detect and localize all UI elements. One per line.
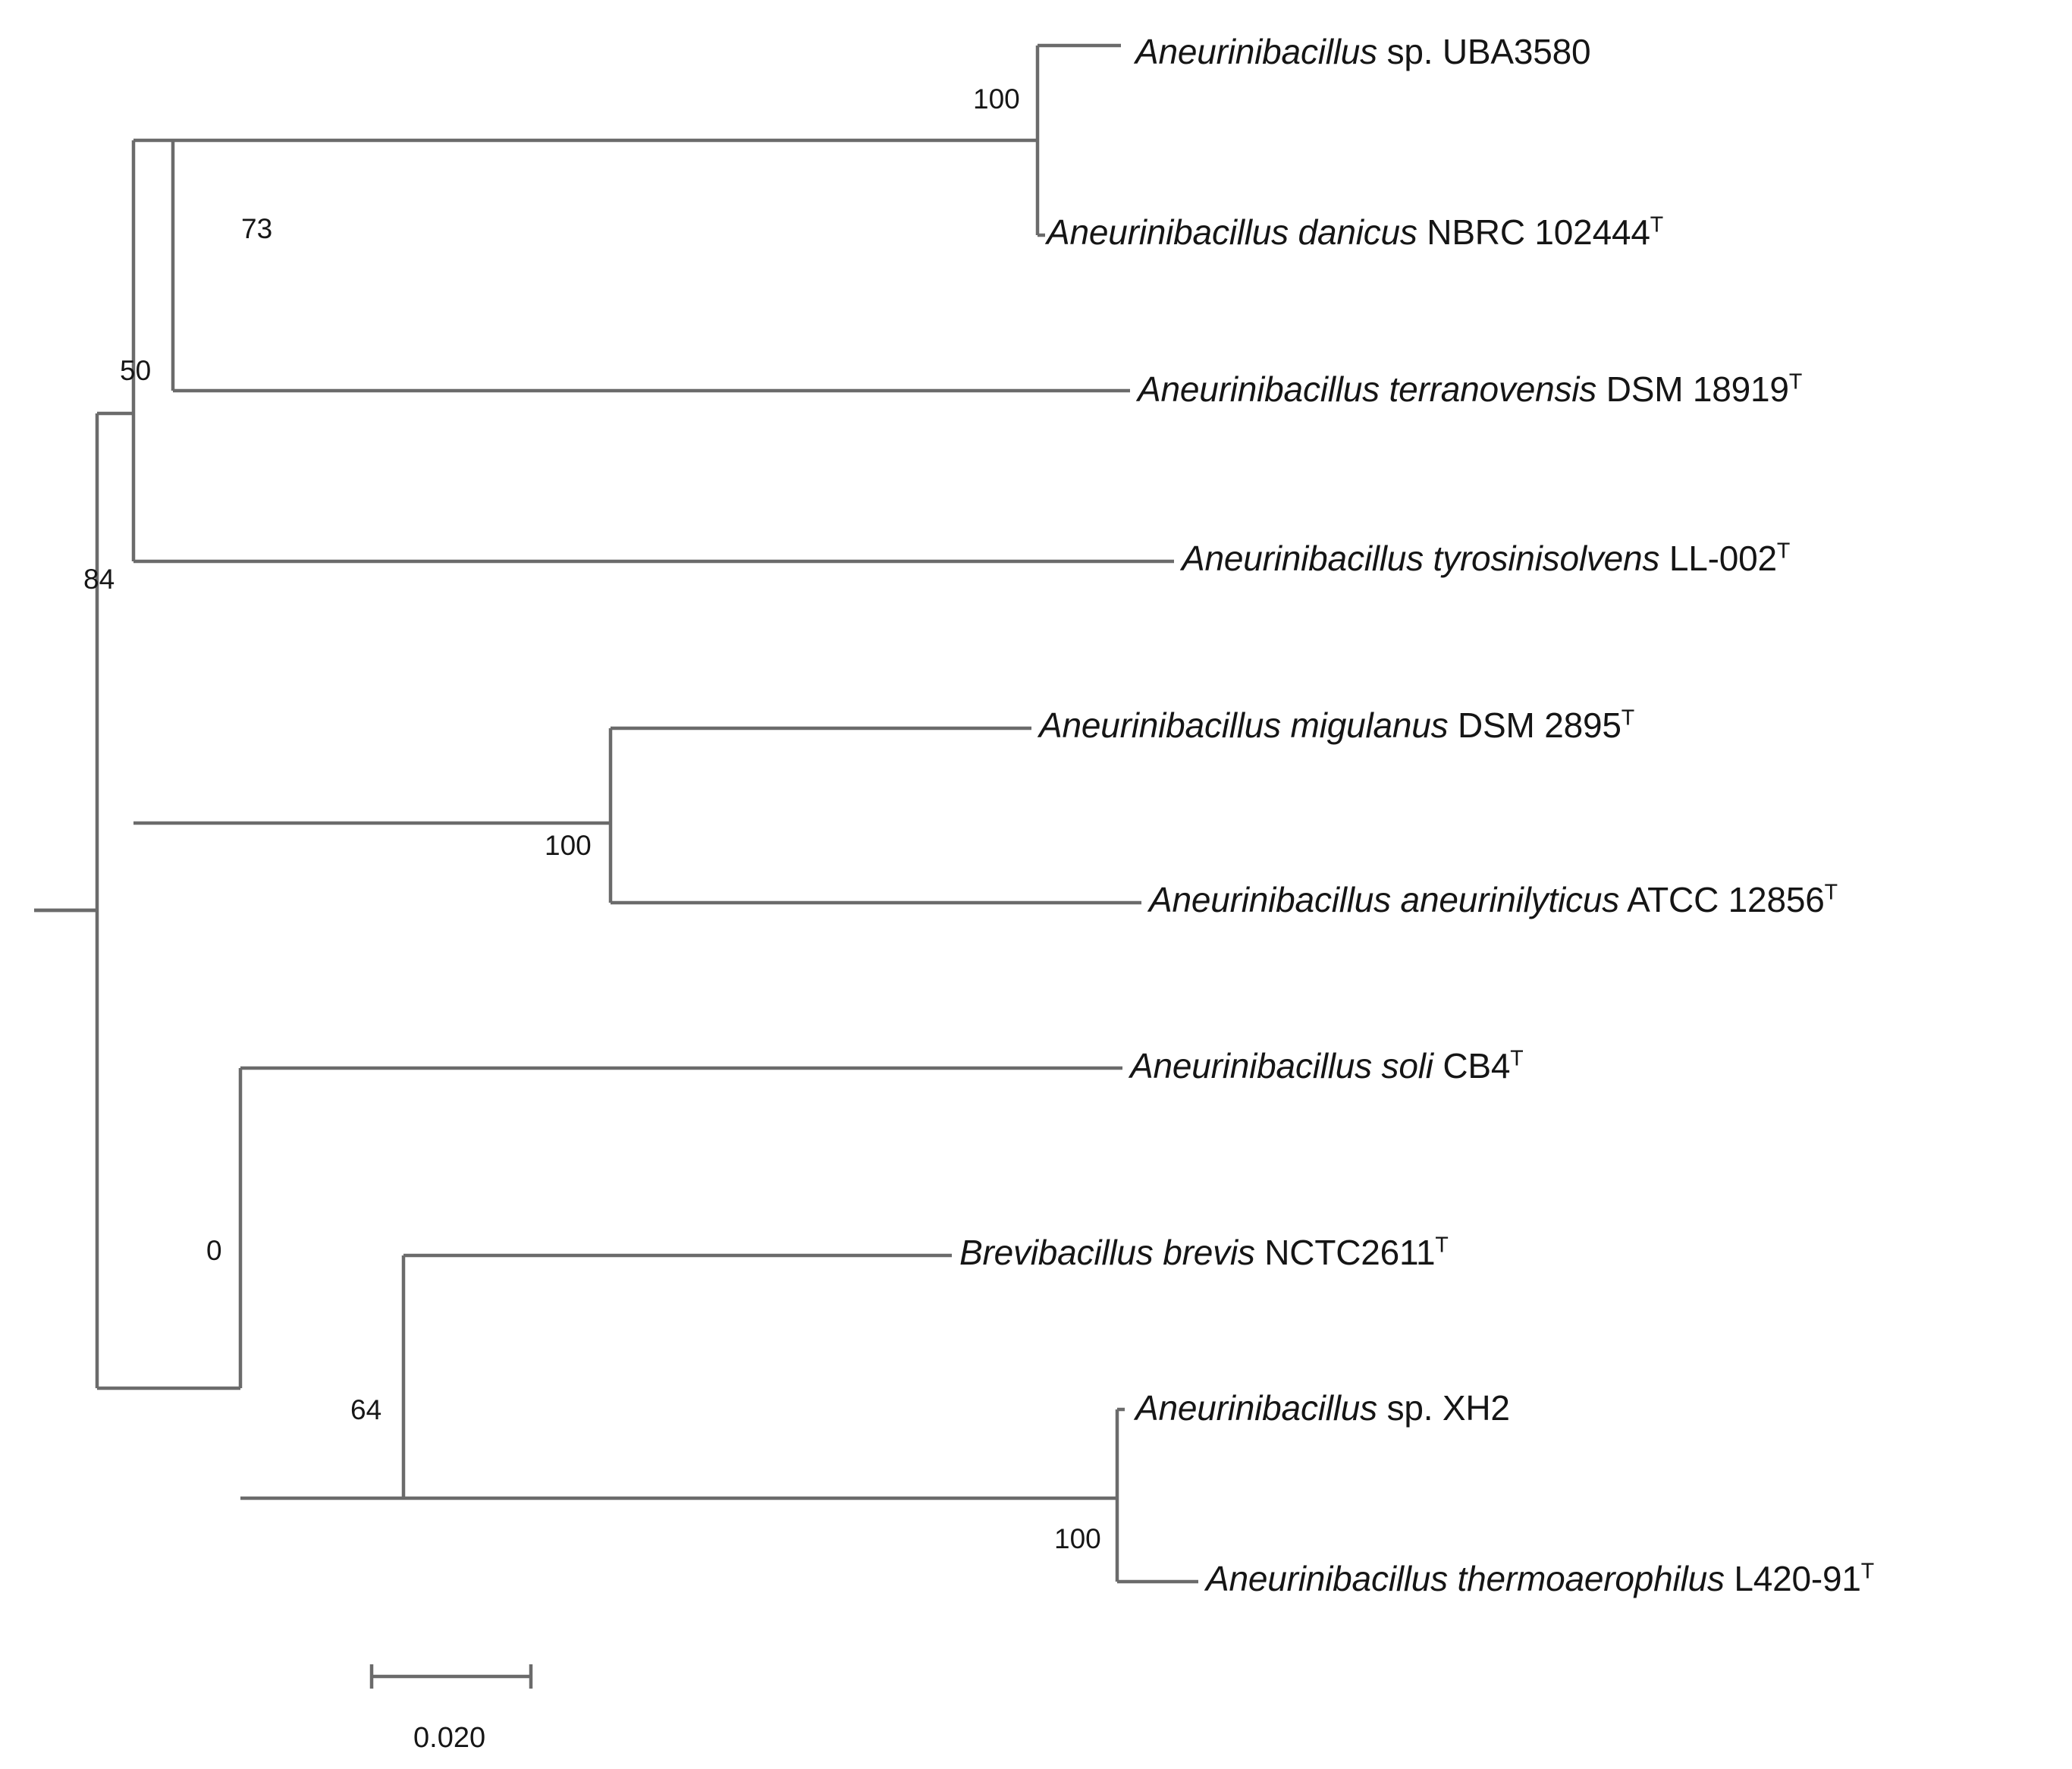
type-strain-superscript: T [1650, 212, 1663, 237]
taxon-label-xh2: Aneurinibacillus sp. XH2 [1135, 1390, 1510, 1425]
species-name: Aneurinibacillus [1135, 32, 1377, 71]
type-strain-superscript: T [1776, 539, 1791, 564]
type-strain-superscript: T [1824, 880, 1838, 905]
species-name: Aneurinibacillus danicus [1047, 212, 1417, 252]
strain-designation: LL-002 [1659, 539, 1777, 578]
bootstrap-value-node-100-mig: 100 [545, 830, 592, 861]
species-name: Aneurinibacillus migulanus [1039, 705, 1449, 745]
type-strain-superscript: T [1510, 1046, 1524, 1071]
species-name: Brevibacillus brevis [959, 1233, 1255, 1272]
strain-designation: DSM 2895 [1448, 705, 1621, 745]
taxon-label-danicus: Aneurinibacillus danicus NBRC 102444T [1047, 212, 1663, 252]
species-name: Aneurinibacillus aneurinilyticus [1149, 880, 1620, 919]
bootstrap-value-node-100-top: 100 [973, 83, 1020, 115]
type-strain-superscript: T [1435, 1233, 1449, 1258]
bootstrap-value-node-100-xh2: 100 [1054, 1523, 1101, 1554]
taxon-label-tyrosinisolvens: Aneurinibacillus tyrosinisolvens LL-002T [1182, 539, 1791, 578]
species-name: Aneurinibacillus tyrosinisolvens [1182, 539, 1660, 578]
taxon-label-thermoaerophilus: Aneurinibacillus thermoaerophilus L420-9… [1206, 1559, 1875, 1598]
bootstrap-value-node-84: 84 [83, 564, 115, 595]
type-strain-superscript: T [1788, 369, 1803, 394]
strain-designation: sp. XH2 [1377, 1388, 1510, 1428]
taxon-label-soli: Aneurinibacillus soli CB4T [1130, 1046, 1524, 1086]
strain-designation: ATCC 12856 [1619, 880, 1825, 919]
scale-bar-label: 0.020 [413, 1722, 486, 1754]
strain-designation: L420-91 [1724, 1559, 1861, 1598]
strain-designation: sp. UBA3580 [1377, 32, 1591, 71]
taxon-label-brevis: Brevibacillus brevis NCTC2611T [959, 1233, 1449, 1272]
species-name: Aneurinibacillus [1135, 1388, 1377, 1428]
species-name: Aneurinibacillus thermoaerophilus [1206, 1559, 1725, 1598]
taxon-label-migulanus: Aneurinibacillus migulanus DSM 2895T [1039, 705, 1634, 745]
type-strain-superscript: T [1621, 705, 1634, 731]
strain-designation: NBRC 102444 [1417, 212, 1650, 252]
strain-designation: CB4 [1433, 1046, 1511, 1086]
species-name: Aneurinibacillus soli [1130, 1046, 1433, 1086]
bootstrap-value-node-73: 73 [241, 213, 273, 244]
taxon-label-uba3580: Aneurinibacillus sp. UBA3580 [1135, 32, 1591, 71]
bootstrap-value-node-50: 50 [120, 355, 152, 386]
bootstrap-value-node-64: 64 [350, 1394, 382, 1425]
taxon-label-terranovensis: Aneurinibacillus terranovensis DSM 18919… [1138, 369, 1803, 409]
bootstrap-value-node-0: 0 [206, 1235, 222, 1266]
type-strain-superscript: T [1860, 1559, 1875, 1584]
species-name: Aneurinibacillus terranovensis [1138, 369, 1597, 409]
strain-designation: NCTC2611 [1254, 1233, 1436, 1272]
taxon-label-aneurinilyticus: Aneurinibacillus aneurinilyticus ATCC 12… [1149, 880, 1838, 919]
strain-designation: DSM 18919 [1596, 369, 1789, 409]
